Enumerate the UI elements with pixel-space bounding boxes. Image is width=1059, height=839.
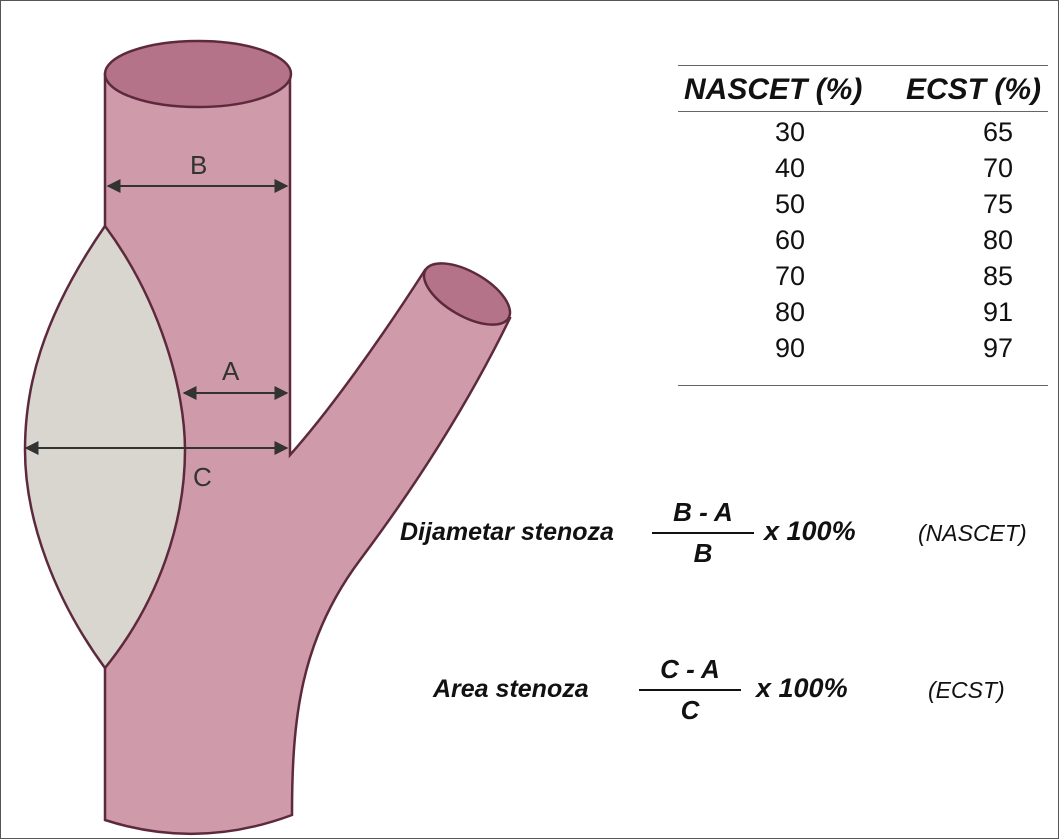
table-cell-ecst: 80 (948, 225, 1048, 256)
diameter-numerator: B - A (648, 497, 758, 532)
table-cell-ecst: 65 (948, 117, 1048, 148)
table-header-ecst: ECST (%) (906, 73, 1041, 107)
table-cell-nascet: 90 (740, 333, 840, 364)
label-c: C (193, 462, 212, 493)
area-source: (ECST) (928, 677, 1005, 704)
area-fraction: C - A C (635, 654, 745, 726)
diameter-denominator: B (648, 534, 758, 569)
diameter-source: (NASCET) (918, 520, 1027, 547)
label-a: A (222, 356, 239, 387)
table-cell-nascet: 40 (740, 153, 840, 184)
table-cell-ecst: 85 (948, 261, 1048, 292)
table-cell-ecst: 91 (948, 297, 1048, 328)
table-top-rule (678, 65, 1048, 66)
table-cell-nascet: 60 (740, 225, 840, 256)
diameter-fraction: B - A B (648, 497, 758, 569)
area-numerator: C - A (635, 654, 745, 689)
area-denominator: C (635, 691, 745, 726)
table-cell-nascet: 70 (740, 261, 840, 292)
table-cell-nascet: 50 (740, 189, 840, 220)
area-multiplier: x 100% (756, 673, 848, 704)
diameter-multiplier: x 100% (764, 516, 856, 547)
table-cell-ecst: 97 (948, 333, 1048, 364)
table-cell-nascet: 80 (740, 297, 840, 328)
table-header-rule (678, 111, 1048, 112)
table-header-nascet: NASCET (%) (684, 73, 862, 107)
table-cell-ecst: 70 (948, 153, 1048, 184)
table-cell-nascet: 30 (740, 117, 840, 148)
vessel-top-opening (105, 41, 291, 107)
table-cell-ecst: 75 (948, 189, 1048, 220)
area-stenosis-label: Area stenoza (433, 675, 589, 704)
table-bottom-rule (678, 385, 1048, 386)
label-b: B (190, 150, 207, 181)
diameter-stenosis-label: Dijametar stenoza (400, 518, 614, 547)
